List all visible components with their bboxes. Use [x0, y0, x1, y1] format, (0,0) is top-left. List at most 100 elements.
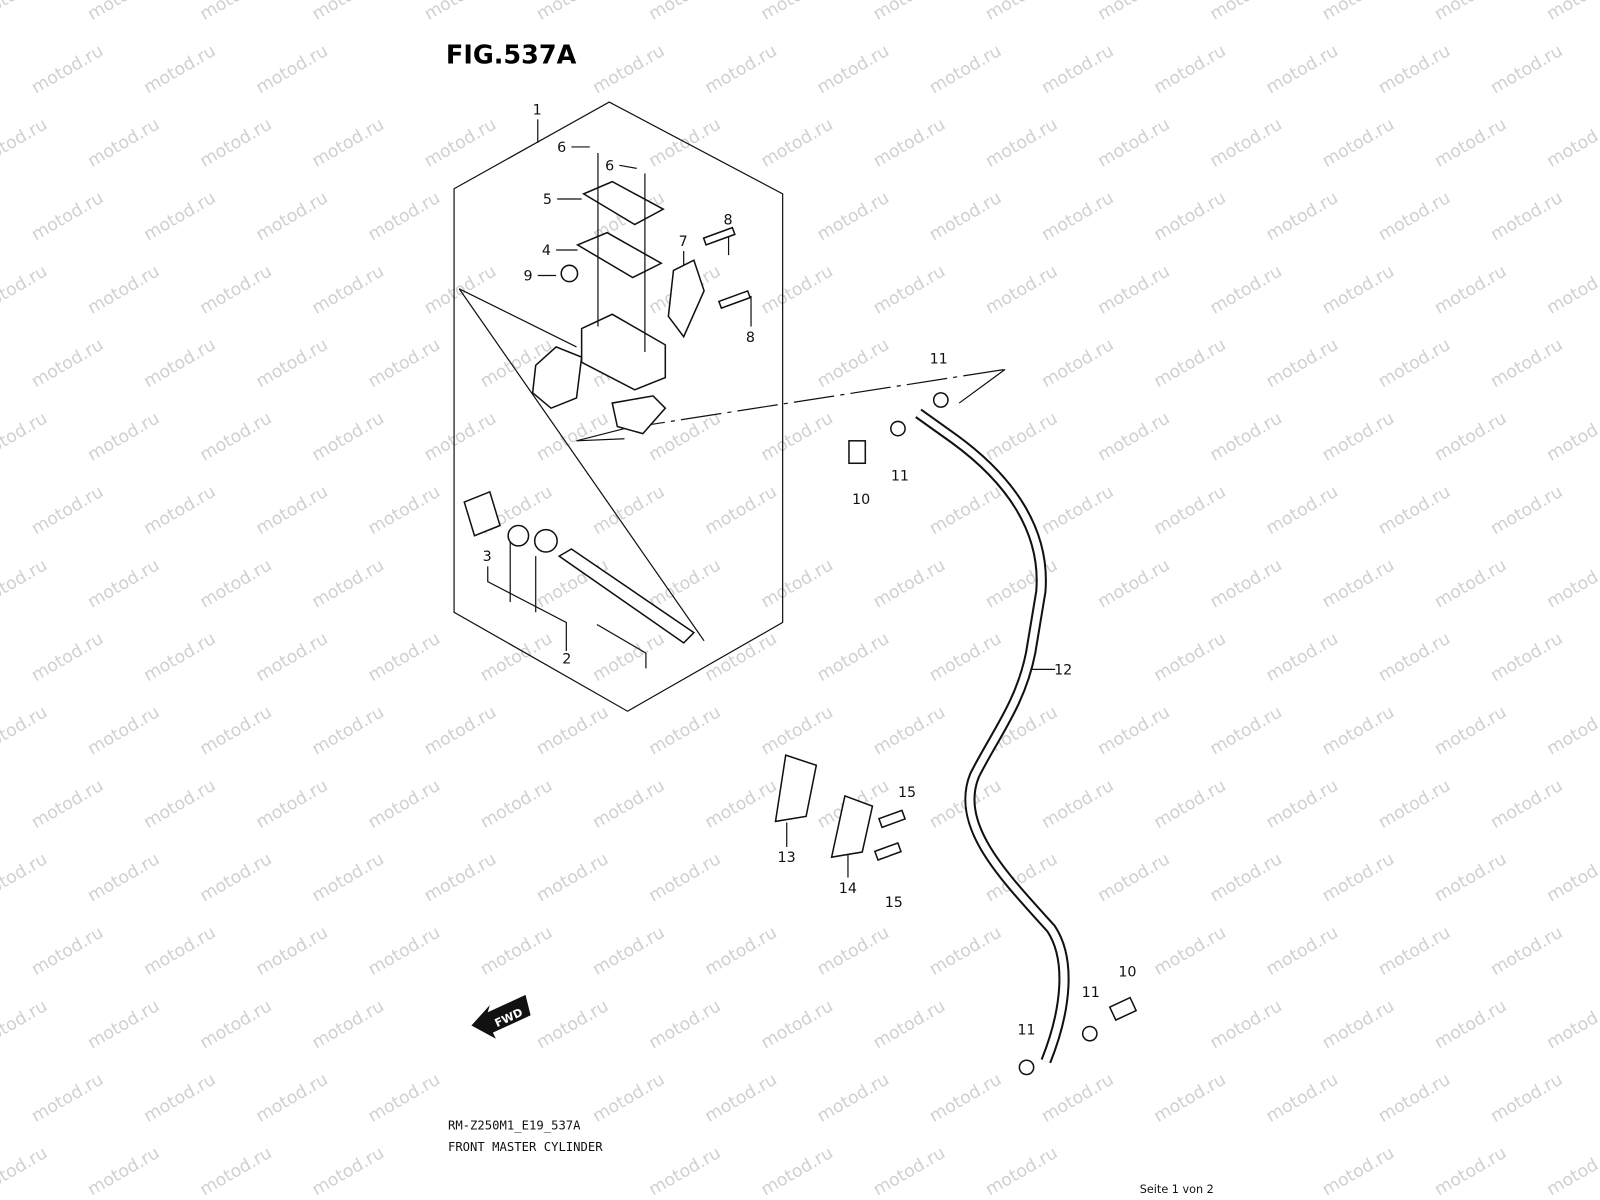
watermark-text: motod.ru: [1375, 188, 1454, 245]
watermark-text: motod.ru: [646, 996, 725, 1053]
watermark-text: motod.ru: [926, 41, 1005, 98]
watermark-text: motod.ru: [1431, 849, 1510, 906]
callout: 15: [898, 785, 916, 801]
watermark-text: motod.ru: [982, 555, 1061, 612]
watermark-text: motod.ru: [1319, 996, 1398, 1053]
watermark-text: motod.ru: [365, 629, 444, 686]
callout: 1: [533, 102, 542, 118]
watermark-text: motod.ru: [253, 923, 332, 980]
watermark-text: motod.ru: [1038, 188, 1117, 245]
watermark-text: motod.ru: [1095, 408, 1174, 465]
model-code: RM-Z250M1_E19_537A: [448, 1119, 581, 1133]
watermark-text: motod.ru: [814, 188, 893, 245]
callout: 3: [483, 549, 492, 565]
watermark-text: motod.ru: [702, 41, 781, 98]
watermark-text: motod.ru: [1487, 1070, 1566, 1127]
watermark-text: motod.ru: [309, 702, 388, 759]
watermark-text: motod.ru: [758, 262, 837, 319]
watermark-text: motod.ru: [1431, 996, 1510, 1053]
callout: 13: [778, 850, 796, 866]
watermark-text: motod.ru: [1375, 335, 1454, 392]
watermark-text: motod.ru: [0, 702, 51, 759]
watermark-text: motod.ru: [982, 115, 1061, 172]
watermark-text: motod.ru: [758, 408, 837, 465]
watermark-text: motod.ru: [28, 629, 107, 686]
watermark-text: motod.ru: [309, 996, 388, 1053]
watermark-text: motod.ru: [421, 849, 500, 906]
watermark-text: motod.ru: [1151, 923, 1230, 980]
watermark-text: motod.ru: [477, 776, 556, 833]
watermark-text: motod.ru: [1263, 629, 1342, 686]
watermark-text: motod.ru: [1263, 776, 1342, 833]
watermark-text: motod.ru: [1095, 115, 1174, 172]
watermark-text: motod.ru: [365, 188, 444, 245]
watermark-text: motod.ru: [982, 262, 1061, 319]
watermark-text: motod.ru: [1375, 482, 1454, 539]
watermark-text: motod.ru: [1431, 702, 1510, 759]
watermark-text: motod.ru: [1319, 0, 1398, 25]
watermark-text: motod.ru: [758, 555, 837, 612]
watermark-text: motod.ru: [197, 1143, 276, 1200]
watermark-text: motod.ru: [533, 849, 612, 906]
watermark-text: motod.ru: [1431, 408, 1510, 465]
watermark-text: motod.ru: [1151, 1070, 1230, 1127]
watermark-text: motod.ru: [1375, 629, 1454, 686]
watermark-text: motod.ru: [421, 0, 500, 25]
watermark-text: motod.ru: [0, 115, 51, 172]
watermark-text: motod.ru: [646, 1143, 725, 1200]
watermark-text: motod.ru: [758, 702, 837, 759]
watermark-text: motod.ru: [926, 923, 1005, 980]
watermark-text: motod.ru: [365, 335, 444, 392]
callout: 2: [562, 651, 571, 667]
watermark-text: motod.ru: [309, 1143, 388, 1200]
watermark-text: motod.ru: [1319, 555, 1398, 612]
watermark-text: motod.ru: [646, 849, 725, 906]
watermark-text: motod.ru: [870, 996, 949, 1053]
watermark-text: motod.ru: [0, 262, 51, 319]
watermark-text: motod.ru: [758, 1143, 837, 1200]
watermark-text: motod.ru: [1207, 702, 1286, 759]
callout: 9: [523, 269, 532, 285]
watermark-text: motod.ru: [253, 188, 332, 245]
watermark-text: motod.ru: [1375, 41, 1454, 98]
callout: 12: [1054, 662, 1072, 678]
watermark-text: motod.ru: [1038, 335, 1117, 392]
watermark-text: motod.ru: [309, 0, 388, 25]
watermark-text: motod.ru: [84, 262, 163, 319]
watermark-text: motod.ru: [1038, 776, 1117, 833]
watermark-text: motod.ru: [1038, 41, 1117, 98]
brake-hose: [848, 392, 1138, 1076]
callout: 6: [605, 158, 614, 174]
watermark-text: motod.ru: [1431, 555, 1510, 612]
watermark-text: motod.ru: [421, 115, 500, 172]
callout: 10: [852, 492, 870, 508]
callout: 7: [679, 234, 688, 250]
watermark-text: motod.ru: [1151, 482, 1230, 539]
watermark-text: motod.ru: [1263, 923, 1342, 980]
watermark-text: motod.ru: [926, 1070, 1005, 1127]
watermark-text: motod.ru: [197, 262, 276, 319]
watermark-text: motod.ru: [197, 849, 276, 906]
watermark-text: motod.ru: [84, 555, 163, 612]
watermark-text: motod.ru: [1431, 1143, 1510, 1200]
watermark-text: motod.ru: [1487, 776, 1566, 833]
watermark-text: motod.ru: [1095, 702, 1174, 759]
watermark-text: motod.ru: [28, 335, 107, 392]
watermark-text: motod.ru: [1263, 482, 1342, 539]
watermark-text: motod.ru: [1319, 408, 1398, 465]
watermark-text: motod.ru: [140, 188, 219, 245]
watermark-text: motod.ru: [870, 115, 949, 172]
watermark-text: motod.ru: [197, 115, 276, 172]
watermark-text: motod.ru: [197, 996, 276, 1053]
master-cylinder-parts: [463, 153, 752, 644]
watermark-text: motod.ru: [1319, 849, 1398, 906]
watermark-text: motod.ru: [870, 262, 949, 319]
watermark-text: motod.ru: [309, 849, 388, 906]
watermark-text: motod.ru: [84, 1143, 163, 1200]
callout: 4: [542, 243, 551, 259]
watermark-text: motod.ru: [982, 1143, 1061, 1200]
callout: 10: [1118, 965, 1136, 981]
watermark-text: motod.ru: [1263, 188, 1342, 245]
watermark-text: motod.ru: [1487, 629, 1566, 686]
watermark-text: motod.ru: [28, 41, 107, 98]
